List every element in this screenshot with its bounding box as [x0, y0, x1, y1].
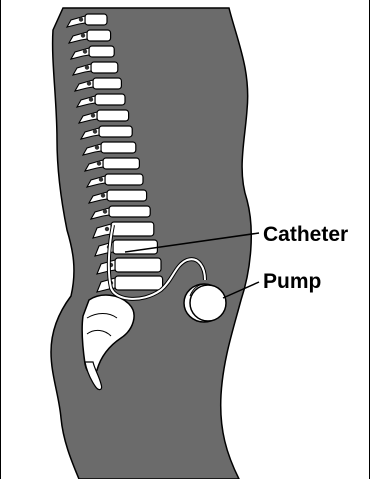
foramen [95, 145, 99, 149]
foramen [93, 129, 97, 133]
vertebral-body [95, 94, 125, 105]
foramen [99, 177, 103, 181]
foramen [81, 33, 85, 37]
foramen [87, 81, 91, 85]
vertebral-body [93, 78, 121, 89]
vertebral-body [85, 14, 107, 25]
vertebral-body [87, 30, 111, 41]
vertebral-body [115, 276, 163, 290]
vertebral-body [89, 46, 114, 57]
foramen [91, 113, 95, 117]
foramen [103, 209, 107, 213]
foramen [101, 193, 105, 197]
foramen [85, 65, 89, 69]
vertebral-body [99, 126, 132, 137]
vertebral-body [91, 62, 118, 73]
pump-device [184, 284, 226, 322]
vertebral-body [97, 110, 129, 121]
foramen [105, 227, 109, 231]
catheter-label: Catheter [263, 224, 348, 245]
pump-label: Pump [263, 271, 321, 292]
vertebral-body [111, 222, 154, 236]
vertebral-body [105, 174, 143, 185]
vertebral-body [101, 142, 136, 153]
vertebral-body [107, 190, 147, 201]
vertebral-body [103, 158, 139, 169]
vertebral-body [115, 258, 161, 272]
vertebral-body [109, 206, 150, 217]
foramen [89, 97, 93, 101]
foramen [79, 17, 83, 21]
foramen [97, 161, 101, 165]
foramen [83, 49, 87, 53]
vertebral-body [113, 240, 157, 254]
